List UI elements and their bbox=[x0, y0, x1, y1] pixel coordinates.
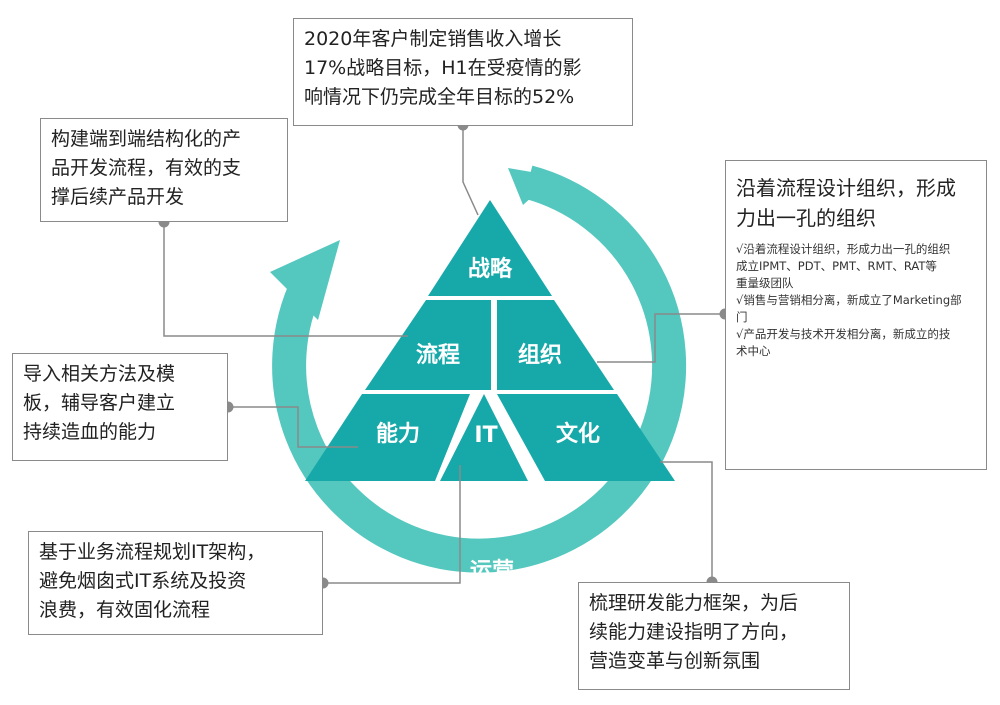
note-line: 持续造血的能力 bbox=[23, 421, 157, 443]
pyramid-segment-organization bbox=[497, 300, 614, 390]
pyramid-segment-strategy bbox=[428, 200, 552, 296]
note-line: 导入相关方法及模 bbox=[23, 363, 176, 385]
cycle-ring bbox=[272, 165, 687, 573]
note-box-it: 基于业务流程规划IT架构， 避免烟囱式IT系统及投资 浪费，有效固化流程 bbox=[28, 531, 323, 635]
label-strategy: 战略 bbox=[468, 256, 513, 282]
note-title-line: 力出一孔的组织 bbox=[736, 206, 876, 230]
connector-upper-left bbox=[163, 222, 408, 337]
note-box-organization: 沿着流程设计组织，形成 力出一孔的组织 √沿着流程设计组织，形成力出一孔的组织 … bbox=[725, 160, 987, 470]
note-box-culture: 梳理研发能力框架，为后 续能力建设指明了方向， 营造变革与创新氛围 bbox=[578, 582, 850, 690]
note-title-line: 沿着流程设计组织，形成 bbox=[736, 176, 956, 200]
pyramid bbox=[305, 200, 675, 481]
note-box-process: 构建端到端结构化的产 品开发流程，有效的支 撑后续产品开发 bbox=[40, 118, 288, 222]
connector-right bbox=[597, 313, 725, 363]
note-bullet: 门 bbox=[736, 310, 748, 324]
label-capability: 能力 bbox=[376, 421, 420, 447]
note-line: 撑后续产品开发 bbox=[51, 186, 185, 208]
pyramid-segment-culture bbox=[497, 394, 675, 481]
label-process: 流程 bbox=[416, 342, 460, 368]
note-line: 品开发流程，有效的支 bbox=[51, 157, 242, 179]
connectors bbox=[163, 125, 725, 584]
note-bullet: 重量级团队 bbox=[736, 276, 794, 290]
note-bullet: √沿着流程设计组织，形成力出一孔的组织 bbox=[736, 242, 951, 256]
note-bullet: 术中心 bbox=[736, 344, 771, 358]
note-line: 响情况下仍完成全年目标的52% bbox=[304, 86, 575, 108]
pyramid-segment-capability bbox=[305, 394, 470, 481]
cycle-arrowhead-top bbox=[508, 168, 555, 205]
connector-bottom-right bbox=[660, 461, 713, 582]
note-line: 避免烟囱式IT系统及投资 bbox=[39, 570, 247, 592]
label-organization: 组织 bbox=[518, 342, 562, 368]
pyramid-segment-it bbox=[440, 394, 528, 481]
label-it: IT bbox=[474, 423, 497, 448]
note-box-capability: 导入相关方法及模 板，辅导客户建立 持续造血的能力 bbox=[12, 353, 228, 461]
note-bullet: √销售与营销相分离，新成立了Marketing部 bbox=[736, 293, 962, 307]
note-bullet-list: √沿着流程设计组织，形成力出一孔的组织 成立IPMT、PDT、PMT、RMT、R… bbox=[736, 241, 976, 360]
pyramid-segment-process bbox=[365, 300, 491, 390]
cycle-arrowhead-left bbox=[270, 240, 340, 320]
note-line: 续能力建设指明了方向， bbox=[589, 621, 799, 643]
connector-mid-left bbox=[228, 406, 358, 448]
note-line: 板，辅导客户建立 bbox=[23, 392, 176, 414]
label-operations: 运营 bbox=[470, 559, 514, 584]
note-bullet: √产品开发与技术开发相分离，新成立的技 bbox=[736, 327, 951, 341]
label-culture: 文化 bbox=[556, 421, 600, 447]
note-line: 2020年客户制定销售收入增长 bbox=[304, 28, 562, 50]
note-line: 营造变革与创新氛围 bbox=[589, 650, 761, 672]
note-line: 梳理研发能力框架，为后 bbox=[589, 592, 799, 614]
connector-top bbox=[462, 125, 479, 216]
note-bullet: 成立IPMT、PDT、PMT、RMT、RAT等 bbox=[736, 259, 937, 273]
note-line: 浪费，有效固化流程 bbox=[39, 599, 211, 621]
connector-lower-left bbox=[323, 465, 461, 584]
note-line: 基于业务流程规划IT架构， bbox=[39, 541, 266, 563]
note-line: 17%战略目标，H1在受疫情的影 bbox=[304, 57, 582, 79]
note-box-strategy: 2020年客户制定销售收入增长 17%战略目标，H1在受疫情的影 响情况下仍完成… bbox=[293, 18, 633, 126]
note-line: 构建端到端结构化的产 bbox=[51, 128, 242, 150]
